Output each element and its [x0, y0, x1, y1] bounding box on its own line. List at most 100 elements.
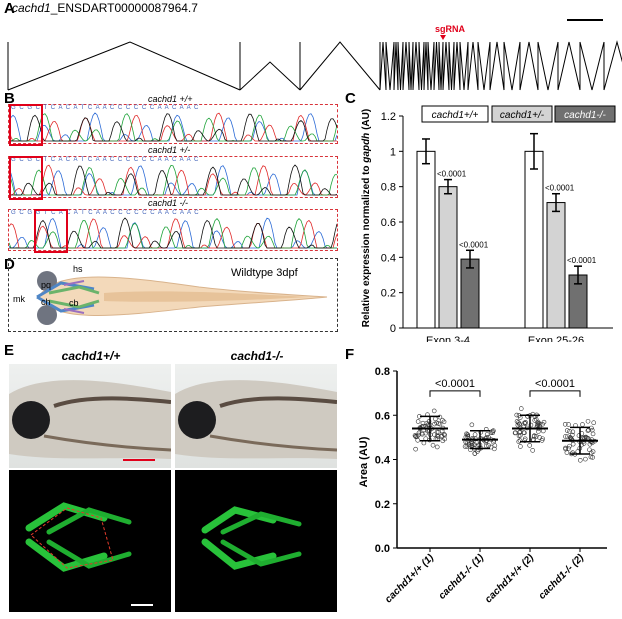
intron-line — [448, 41, 455, 91]
chromatogram-mut-box: G C G G T C A C A T C A A C C C C C C A … — [8, 209, 338, 251]
fish-notochord — [104, 291, 309, 302]
intron-line — [477, 41, 491, 91]
data-point — [486, 443, 491, 448]
intron-line — [557, 41, 581, 91]
chart-f-ytick-label: 0.6 — [375, 410, 390, 422]
data-point — [440, 417, 445, 423]
bar-0-1 — [438, 186, 458, 329]
data-point — [514, 412, 520, 418]
fish-eye-top — [37, 271, 57, 291]
intron-line — [453, 41, 461, 91]
intron-line — [442, 41, 450, 91]
chart-f-category-label: cachd1+/+ (2) — [483, 552, 536, 605]
data-point — [564, 428, 570, 433]
data-point — [565, 434, 570, 439]
brightfield-image-mut — [175, 364, 337, 468]
trace-line — [9, 164, 337, 196]
intron-line — [412, 41, 420, 91]
data-point — [563, 445, 568, 451]
chart-c-ytick-label: 1 — [390, 146, 396, 158]
data-point — [528, 422, 534, 428]
highlight-box-wt — [9, 104, 43, 146]
intron-line — [579, 41, 605, 91]
gene-name: cachd1 — [12, 1, 51, 15]
panel-letter-c: C — [345, 90, 356, 107]
data-point — [570, 429, 576, 435]
label-hs: hs — [73, 264, 83, 274]
chart-c-category-label: Exon 3-4 — [426, 335, 470, 342]
panel-letter-f: F — [345, 346, 355, 363]
gene-title: cachd1_ENSDART00000087964.7 — [12, 1, 198, 15]
intron-line — [537, 41, 559, 91]
data-point — [522, 438, 528, 443]
p-value-annotation: <0.0001 — [567, 256, 597, 265]
data-point — [590, 449, 596, 454]
data-point — [436, 421, 441, 426]
data-point — [415, 419, 421, 424]
panel-letter-b: B — [4, 90, 15, 107]
data-point — [488, 444, 494, 450]
intron-line — [438, 41, 444, 91]
data-point — [517, 429, 523, 435]
fluorescence-image-wt — [9, 470, 171, 612]
genotype-label-het: cachd1 +/- — [148, 145, 191, 155]
data-point — [537, 435, 542, 440]
cartilage-hs — [63, 280, 85, 314]
legend-swatch — [421, 105, 489, 123]
data-point — [413, 434, 419, 440]
data-point — [585, 428, 591, 433]
data-point — [570, 441, 576, 447]
data-point — [413, 446, 418, 452]
data-point — [472, 432, 478, 437]
data-point — [591, 420, 597, 426]
data-point — [527, 443, 532, 448]
brightfield-image-wt — [9, 364, 171, 468]
data-point — [439, 433, 445, 439]
significance-bracket — [429, 390, 481, 397]
intron-line — [299, 41, 381, 91]
data-point — [434, 420, 439, 426]
highlight-box-het — [9, 156, 43, 200]
data-point — [587, 441, 593, 447]
data-point — [420, 420, 426, 426]
data-point — [416, 430, 422, 436]
legend-label: cachd1+/+ — [432, 110, 479, 121]
chart-f-category-label: cachd1+/+ (1) — [383, 552, 436, 605]
data-point — [530, 448, 535, 453]
data-point — [421, 440, 427, 446]
significance-label: <0.0001 — [535, 378, 575, 390]
fluorescence-drawing-wt — [25, 502, 153, 606]
data-point — [514, 419, 520, 424]
intron-line — [519, 41, 539, 91]
label-ch: ch — [41, 297, 51, 307]
intron-line — [459, 41, 469, 91]
data-point — [566, 422, 571, 427]
trace-line — [9, 112, 337, 142]
gene-structure-diagram: sgRNA — [7, 19, 622, 91]
genotype-label-wt: cachd1 +/+ — [148, 94, 193, 104]
fish-eye-bottom — [37, 305, 57, 325]
data-point — [415, 432, 421, 438]
trace-het — [9, 164, 337, 196]
bar-0-2 — [460, 258, 480, 329]
p-value-annotation: <0.0001 — [437, 170, 467, 179]
significance-bracket — [529, 390, 581, 397]
brightfield-drawing-wt — [9, 380, 171, 461]
data-point — [541, 419, 547, 425]
intron-line — [418, 41, 425, 91]
intron-line — [433, 41, 440, 91]
data-point — [430, 442, 436, 448]
chart-c-ytick-label: 1.2 — [381, 111, 396, 123]
chart-f-ylabel: Area (AU) — [358, 436, 370, 487]
data-point — [464, 444, 470, 449]
data-point — [569, 432, 575, 438]
bar-1-0 — [524, 150, 544, 329]
legend-swatch — [554, 105, 616, 123]
chart-f-ytick-label: 0.2 — [375, 499, 390, 511]
data-point — [521, 430, 527, 435]
transcript-id: _ENSDART00000087964.7 — [50, 1, 198, 15]
data-point — [567, 443, 572, 449]
data-point — [539, 438, 545, 443]
intron-line — [402, 41, 410, 91]
data-point — [536, 429, 541, 434]
